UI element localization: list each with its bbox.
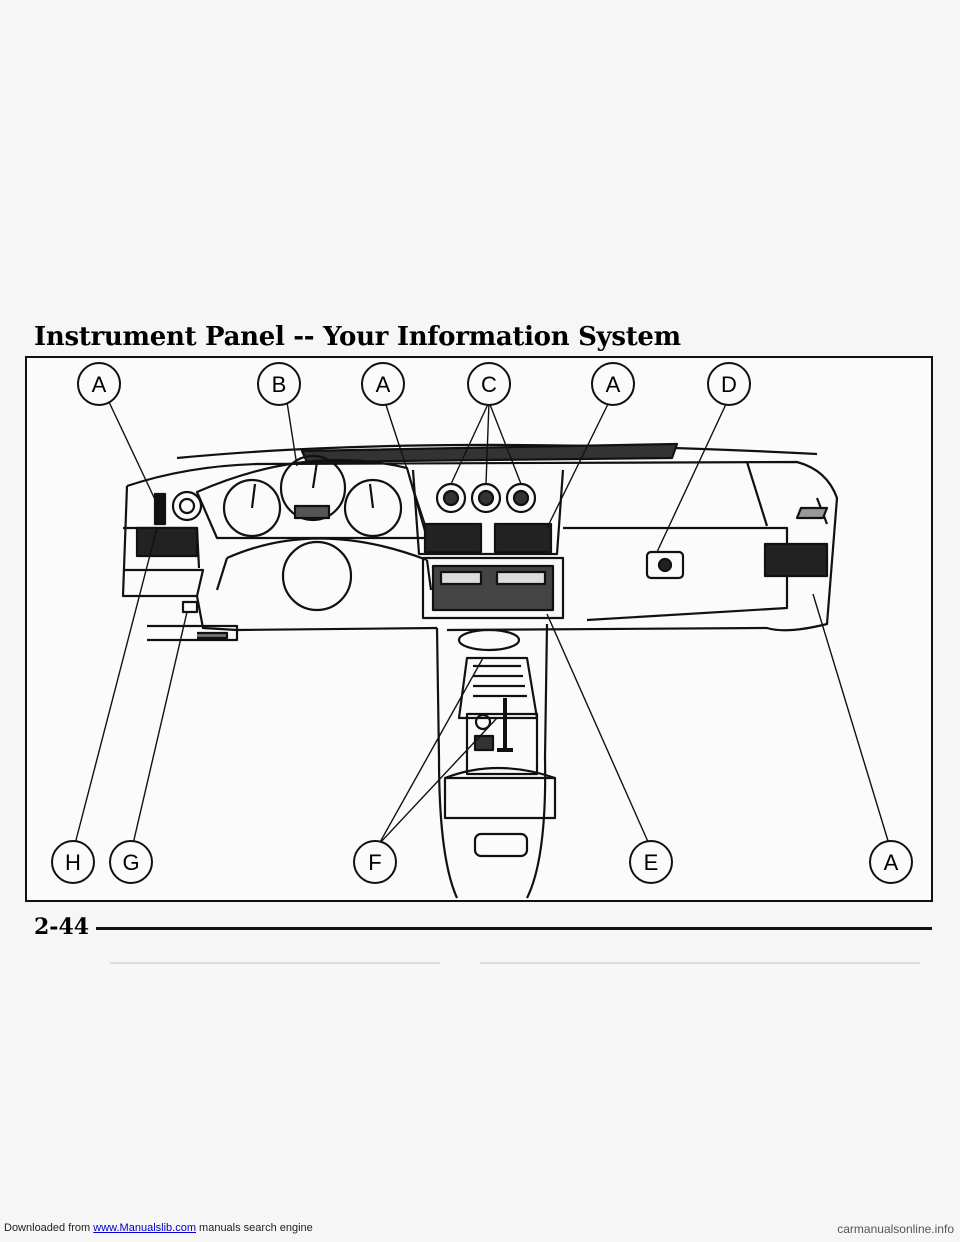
watermark: carmanualsonline.info xyxy=(837,1222,954,1236)
callout-a-top-left: A xyxy=(77,362,121,406)
gauge-right xyxy=(343,478,403,538)
dashboard-illustration: A B A C A D H G xyxy=(51,362,913,899)
console-right xyxy=(526,623,549,899)
svg-text:A: A xyxy=(884,850,899,875)
callout-c: C xyxy=(467,362,511,406)
lower-dash xyxy=(195,595,438,632)
svg-text:F: F xyxy=(368,850,381,875)
headlamp-knob xyxy=(171,490,203,522)
svg-text:H: H xyxy=(65,850,81,875)
leader-lines xyxy=(74,401,890,845)
svg-text:B: B xyxy=(272,372,287,397)
cigarette-lighter xyxy=(474,713,492,731)
callout-a-center-left: A xyxy=(361,362,405,406)
callout-e: E xyxy=(629,840,673,884)
svg-text:A: A xyxy=(376,372,391,397)
console-storage xyxy=(443,776,557,820)
svg-text:G: G xyxy=(122,850,139,875)
dash-top-outline xyxy=(126,460,839,632)
gear-shift-lever xyxy=(497,698,513,752)
svg-text:D: D xyxy=(721,372,737,397)
callout-b: B xyxy=(257,362,301,406)
faint-divider-left xyxy=(110,962,440,964)
console-handle xyxy=(473,832,529,858)
steering-wheel-rim xyxy=(226,537,428,562)
glove-box xyxy=(563,526,789,622)
shifter-base xyxy=(465,712,539,776)
gauge-left xyxy=(222,478,282,538)
svg-text:A: A xyxy=(92,372,107,397)
footer-prefix: Downloaded from xyxy=(4,1222,94,1234)
callout-h: H xyxy=(51,840,95,884)
instrument-panel-diagram: A B A C A D H G xyxy=(25,356,933,902)
steering-hub xyxy=(281,540,353,612)
console-left xyxy=(435,627,459,899)
callout-a-center-right: A xyxy=(591,362,635,406)
left-vent xyxy=(135,526,199,558)
svg-text:C: C xyxy=(481,372,497,397)
download-footer: Downloaded from www.Manualslib.com manua… xyxy=(4,1222,313,1234)
callout-f: F xyxy=(353,840,397,884)
svg-text:A: A xyxy=(606,372,621,397)
callout-a-bottom-right: A xyxy=(869,840,913,884)
manualslib-link[interactable]: www.Manualslib.com xyxy=(93,1222,196,1234)
svg-text:E: E xyxy=(644,850,659,875)
passenger-airbag-label xyxy=(795,506,829,520)
glove-box-latch xyxy=(645,550,685,580)
page-title: Instrument Panel -- Your Information Sys… xyxy=(34,322,681,352)
center-vent-left xyxy=(423,522,483,554)
defroster-grille xyxy=(300,442,679,464)
dimmer-strip xyxy=(153,492,167,526)
hood-release xyxy=(181,600,199,614)
center-vent-right xyxy=(493,522,553,554)
faint-divider-right xyxy=(480,962,920,964)
page-number: 2-44 xyxy=(34,914,90,940)
ashtray xyxy=(457,628,521,652)
right-vent xyxy=(763,542,829,578)
odometer xyxy=(293,504,331,520)
speedometer xyxy=(279,454,347,522)
radio-bezel xyxy=(421,556,565,620)
footer-suffix: manuals search engine xyxy=(195,1222,313,1234)
callout-d: D xyxy=(707,362,751,406)
footer-rule xyxy=(96,927,932,930)
callout-g: G xyxy=(109,840,153,884)
windshield-edge xyxy=(176,443,818,460)
